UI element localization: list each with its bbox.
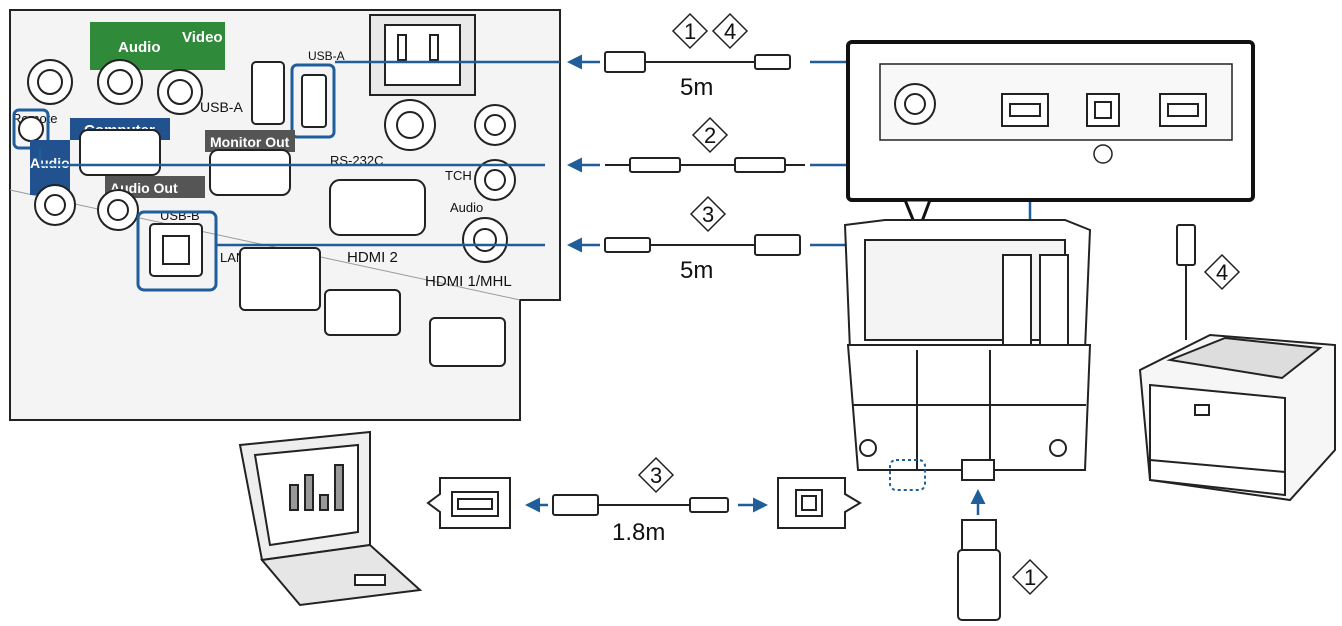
interface-box-device [843, 219, 1092, 491]
interface-box-zoom [846, 40, 1255, 237]
usb-b-port [149, 223, 203, 277]
monitor-out-group [205, 130, 295, 152]
power-inlet [369, 14, 476, 96]
audio-right-label: Audio [450, 200, 483, 215]
audio-out-group [105, 176, 205, 198]
lan-label: LAN [220, 250, 245, 265]
usb-cable-middle-icon [604, 234, 801, 256]
printer-cable-icon [1176, 224, 1196, 340]
video-label: Video [182, 29, 223, 46]
printer-icon [1138, 333, 1336, 502]
callouts [637, 12, 1241, 596]
tch-label: TCH [445, 168, 472, 183]
callout-4: 4 [724, 19, 736, 44]
monitor-out-label: Monitor Out [210, 134, 290, 150]
callout-1-usb: 1 [1024, 565, 1036, 590]
callout-1: 1 [684, 19, 696, 44]
lan-port [239, 247, 321, 311]
usb-a-port-2 [301, 74, 327, 128]
rs232c-port [329, 179, 426, 236]
hdmi2-port [324, 289, 401, 336]
audio-left-label: Audio [30, 155, 70, 171]
callout-3-bottom: 3 [650, 463, 662, 488]
usb-cable-bottom-icon [552, 494, 729, 516]
rca-jacks [27, 59, 203, 115]
usb-flash-drive-icon [957, 519, 1001, 621]
callout-4-printer: 4 [1216, 260, 1228, 285]
usb-b-port-zoom [777, 477, 862, 529]
usb-a-port-1 [251, 61, 285, 125]
callout-2: 2 [704, 123, 716, 148]
usb-a-port-highlight [290, 63, 336, 139]
right-jacks [384, 99, 516, 263]
hdmi2-label: HDMI 2 [347, 249, 398, 266]
audio-cable-icon [605, 157, 805, 173]
hdmi1-port [429, 317, 506, 367]
monitor-out-port [209, 149, 291, 196]
laptop-usb-port-zoom [426, 477, 511, 529]
computer-vga-port [79, 129, 161, 176]
usb-cable-icon [604, 51, 791, 73]
cable-length-top: 5m [680, 74, 713, 101]
audio-video-group [90, 22, 225, 70]
usb-b-label: USB-B [160, 208, 200, 223]
usb-a-side-label: USB-A [308, 49, 345, 63]
laptop-icon [238, 430, 423, 607]
audio-label: Audio [118, 39, 161, 56]
cable-length-middle: 5m [680, 257, 713, 284]
hdmi1-label: HDMI 1/MHL [425, 273, 512, 290]
cable-length-bottom: 1.8m [612, 519, 665, 546]
audio-out-jacks [34, 184, 139, 231]
usb-a-label: USB-A [200, 99, 243, 115]
callout-3-top: 3 [702, 202, 714, 227]
projector-rear-panel: Audio Video USB-A USB-A Remote Computer … [9, 9, 561, 421]
usb-b-port-highlight [136, 210, 218, 292]
